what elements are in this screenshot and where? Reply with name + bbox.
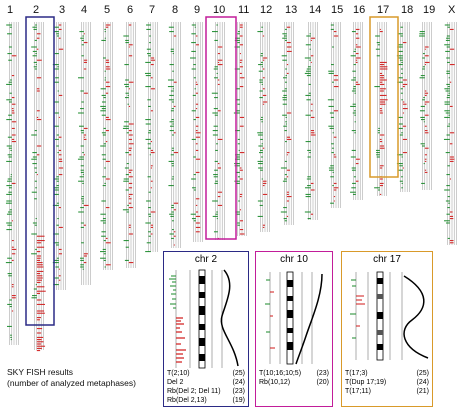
- chromosome-label-13: 13: [285, 4, 298, 16]
- highlight-box-chr10: [205, 16, 237, 240]
- figure-caption-title: SKY FISH results: [7, 367, 73, 377]
- chromosome-label-15: 15: [331, 4, 344, 16]
- panel-chr10-ideogram: [286, 271, 294, 365]
- panel-chr17-row: T(17;11)(21): [345, 388, 429, 395]
- chromosome-label-11: 11: [238, 4, 250, 16]
- panel-chr17-row: T(Dup 17;19)(24): [345, 379, 429, 386]
- chromosome-label-1: 1: [7, 4, 14, 16]
- chromosome-label-6: 6: [127, 4, 134, 16]
- panel-chr10-row: Rb(10,12)(20): [259, 379, 329, 386]
- chromosome-track: [100, 22, 113, 270]
- panel-chr10-copy-number-curve: [295, 273, 323, 365]
- chromosome-label-x: X: [448, 4, 456, 16]
- chromosome-track: [374, 22, 388, 196]
- chromosome-label-7: 7: [149, 4, 156, 16]
- panel-chr17-bars: [350, 279, 365, 339]
- chromosome-label-3: 3: [59, 4, 66, 16]
- chromosome-label-16: 16: [353, 4, 366, 16]
- panel-chr2-row: Rb(Del 2; Del 11)(23): [167, 388, 245, 395]
- chromosome-label-2: 2: [33, 4, 40, 16]
- chromosome-track: [167, 22, 181, 248]
- chromosome-track: [350, 22, 363, 200]
- chromosome-track: [189, 22, 203, 242]
- chromosome-label-17: 17: [377, 4, 390, 16]
- panel-chr17-ideogram: [376, 271, 384, 361]
- panel-chr2-row: Del 2(24): [167, 379, 245, 386]
- chromosome-track: [327, 22, 341, 208]
- chromosome-track: [280, 22, 294, 225]
- chromosome-track: [52, 22, 66, 290]
- panel-chr2-row: Rb(Del 2,13)(19): [167, 397, 245, 404]
- panel-chr2-gain-bars: [176, 317, 186, 363]
- panel-chr2-title: chr 2: [194, 254, 218, 265]
- chromosome-label-10: 10: [213, 4, 226, 16]
- panel-chr10-title: chr 10: [280, 254, 308, 265]
- chromosome-track: [77, 22, 91, 285]
- chromosome-track: [419, 22, 432, 190]
- chromosome-track: [443, 22, 457, 245]
- chromosome-label-12: 12: [260, 4, 273, 16]
- chromosome-track: [5, 22, 19, 345]
- chromosome-label-4: 4: [81, 4, 88, 16]
- panel-chr17-title: chr 17: [373, 254, 401, 265]
- chromosome-track: [211, 22, 225, 240]
- highlight-box-chr17: [369, 16, 399, 178]
- panel-chr17-figure: [350, 271, 429, 361]
- panel-chr2-loss-bars: [169, 275, 176, 309]
- chromosome-track: [396, 22, 410, 192]
- chromosome-track: [144, 22, 158, 253]
- panel-chr10-row: T(10;16;10;5)(23): [259, 370, 329, 377]
- panel-chr2-row: T(2;10)(25): [167, 370, 245, 377]
- chromosome-label-9: 9: [194, 4, 201, 16]
- chromosome-label-14: 14: [309, 4, 322, 16]
- chromosome-track: [31, 22, 46, 352]
- chromosome-track: [304, 22, 318, 220]
- panel-chr17: chr 17 T(17;3)(25) T(Dup 17;19)(24) T(17…: [341, 251, 433, 407]
- panel-chr10: chr 10 T(10;16;10;5)(23) Rb(10,12)(20): [255, 251, 333, 407]
- chromosome-label-18: 18: [401, 4, 414, 16]
- chromosome-label-19: 19: [423, 4, 436, 16]
- chromosome-track: [233, 22, 247, 236]
- chromosome-track: [122, 22, 136, 268]
- chromosome-label-5: 5: [104, 4, 111, 16]
- highlight-box-chr2: [25, 16, 55, 326]
- panel-chr2-copy-number-curve: [220, 269, 239, 367]
- panel-chr17-copy-number-curve: [403, 275, 429, 359]
- panel-chr2-figure: [169, 269, 239, 369]
- chromosome-label-8: 8: [172, 4, 179, 16]
- chromosome-track: [257, 22, 270, 232]
- panel-chr2-ideogram: [198, 269, 206, 369]
- figure-caption-subtitle: (number of analyzed metaphases): [7, 378, 136, 388]
- panel-chr2: chr 2 T(2;10)(25) Del 2(24) Rb(Del 2; De…: [163, 251, 249, 407]
- panel-chr10-figure: [265, 271, 323, 365]
- panel-chr10-bars: [265, 279, 275, 349]
- panel-chr17-row: T(17;3)(25): [345, 370, 429, 377]
